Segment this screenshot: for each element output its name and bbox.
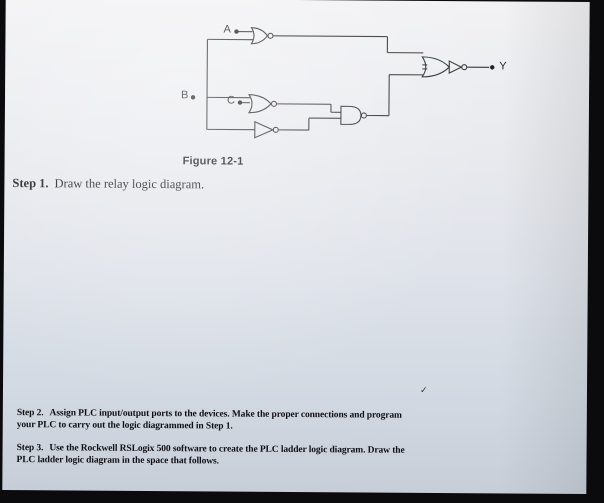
nor-gate-final (421, 56, 451, 78)
node-c (237, 100, 243, 105)
logic-circuit-diagram (190, 27, 495, 139)
figure-caption: Figure 12-1 (182, 155, 244, 168)
textbook-page: A B C Y Figure 12-1 Step 1. Draw the rela… (2, 0, 590, 495)
output-y-label: Y (499, 60, 507, 73)
step-1-number: Step 1. (12, 176, 49, 191)
wire-b-vertical (206, 39, 208, 130)
input-c-label: C (226, 94, 236, 107)
nor-gate-mid (247, 94, 272, 114)
node-b (190, 95, 196, 100)
output-inverter (448, 60, 463, 74)
wire-nor-top-out (273, 35, 388, 38)
node-y (490, 65, 495, 70)
step-3-number: Step 3. (16, 443, 44, 454)
step-1-text: Draw the relay logic diagram. (54, 176, 205, 192)
step-3: Step 3.Use the Rockwell RSLogix 500 soft… (16, 443, 586, 470)
step-1: Step 1. Draw the relay logic diagram. (12, 176, 204, 192)
nand-gate-bubble (360, 112, 367, 119)
input-a-label: A (223, 23, 231, 36)
nand-gate (340, 105, 362, 125)
nor-gate-top-bubble (267, 32, 274, 39)
step-2-number: Step 2. (16, 408, 44, 419)
nor-gate-top (250, 27, 269, 45)
input-b-label: B (181, 89, 189, 102)
not-gate (254, 120, 275, 139)
nor-gate-mid-bubble (270, 100, 278, 107)
node-a (234, 29, 239, 34)
pen-mark: ✓ (419, 384, 428, 395)
not-gate-bubble (272, 126, 279, 133)
step-2: Step 2.Assign PLC input/output ports to … (17, 408, 587, 435)
